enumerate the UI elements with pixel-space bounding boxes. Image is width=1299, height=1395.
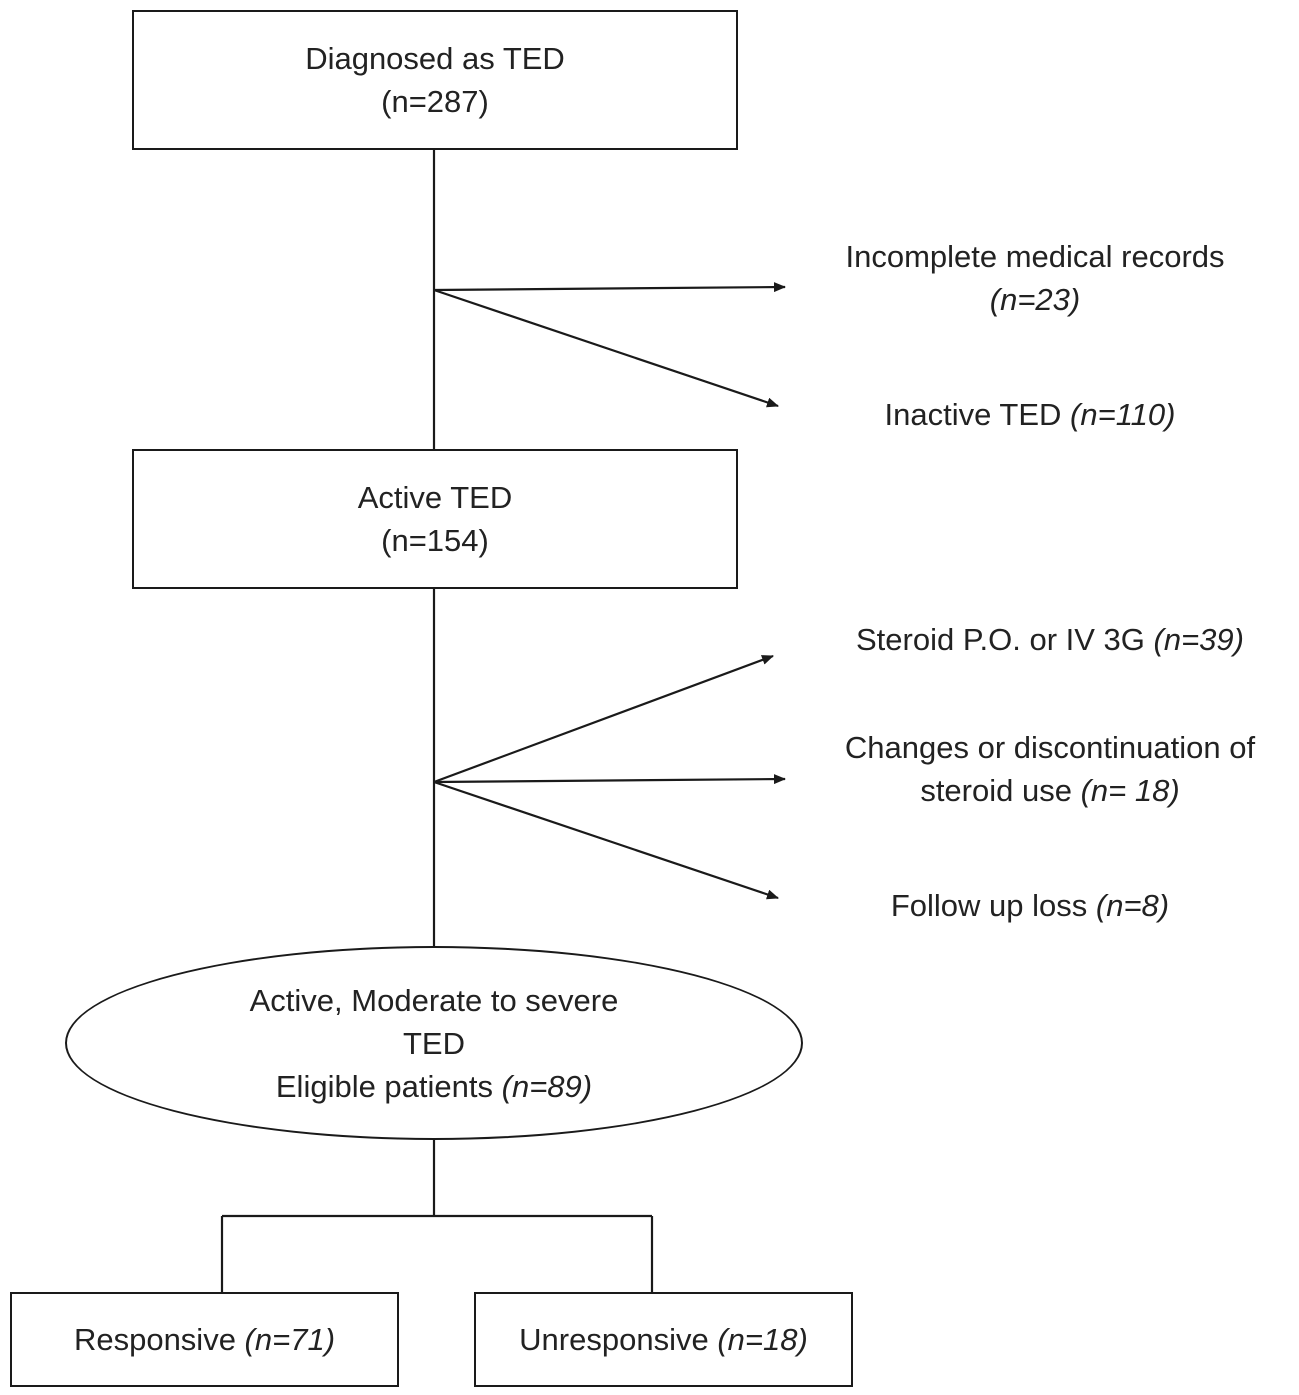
exclusion-follow-up-count: (n=8) <box>1095 888 1170 923</box>
responsive-count: (n=71) <box>244 1322 336 1357</box>
exclusion-inactive-count: (n=110) <box>1070 397 1176 432</box>
arrow-to-inactive-ted <box>433 288 779 408</box>
exclusion-steroid-changes-count: (n= 18) <box>1080 773 1180 808</box>
arrow-to-steroid-changes <box>433 774 786 785</box>
exclusion-incomplete-label: Incomplete medical records <box>845 239 1225 274</box>
unresponsive-box: Unresponsive (n=18) <box>474 1292 853 1387</box>
eligible-line-3: Eligible patients (n=89) <box>276 1065 592 1108</box>
arrow-to-follow-up-loss <box>433 780 779 900</box>
unresponsive-line: Unresponsive (n=18) <box>519 1318 808 1361</box>
diagnosed-ted-box: Diagnosed as TED (n=287) <box>132 10 738 150</box>
exclusion-inactive-label: Inactive TED <box>884 397 1071 432</box>
active-ted-title: Active TED <box>357 480 513 515</box>
arrow-to-incomplete-records <box>433 282 786 293</box>
diagnosed-ted-title: Diagnosed as TED <box>305 41 565 76</box>
eligible-count: (n=89) <box>501 1068 593 1104</box>
responsive-line: Responsive (n=71) <box>74 1318 335 1361</box>
responsive-box: Responsive (n=71) <box>10 1292 399 1387</box>
eligible-patients-ellipse: Active, Moderate to severe TED Eligible … <box>65 946 803 1140</box>
unresponsive-label: Unresponsive <box>519 1322 718 1357</box>
exclusion-steroid-changes-line1: Changes or discontinuation of <box>844 730 1256 765</box>
eligible-label: Eligible patients <box>275 1068 502 1104</box>
arrow-to-steroid-po-iv <box>433 654 774 784</box>
active-ted-box: Active TED (n=154) <box>132 449 738 589</box>
exclusion-incomplete-records: Incomplete medical records (n=23) <box>800 235 1270 321</box>
exclusion-steroid-po-iv: Steroid P.O. or IV 3G (n=39) <box>790 618 1299 661</box>
exclusion-steroid-changes: Changes or discontinuation of steroid us… <box>790 726 1299 812</box>
exclusion-inactive-ted: Inactive TED (n=110) <box>790 393 1270 436</box>
exclusion-steroid-po-count: (n=39) <box>1153 622 1244 657</box>
exclusion-incomplete-count: (n=23) <box>989 282 1081 317</box>
responsive-label: Responsive <box>73 1322 245 1357</box>
exclusion-steroid-changes-line2: steroid use (n= 18) <box>790 769 1299 812</box>
exclusion-follow-up-label: Follow up loss <box>890 888 1096 923</box>
active-ted-count: (n=154) <box>381 523 489 558</box>
exclusion-steroid-po-label: Steroid P.O. or IV 3G <box>856 622 1154 657</box>
eligible-line-2: TED <box>403 1025 465 1061</box>
eligible-line-1: Active, Moderate to severe <box>249 982 619 1018</box>
diagnosed-ted-count: (n=287) <box>381 84 489 119</box>
exclusion-follow-up-loss: Follow up loss (n=8) <box>790 884 1270 927</box>
unresponsive-count: (n=18) <box>717 1322 808 1357</box>
exclusion-steroid-changes-label: steroid use <box>920 773 1081 808</box>
